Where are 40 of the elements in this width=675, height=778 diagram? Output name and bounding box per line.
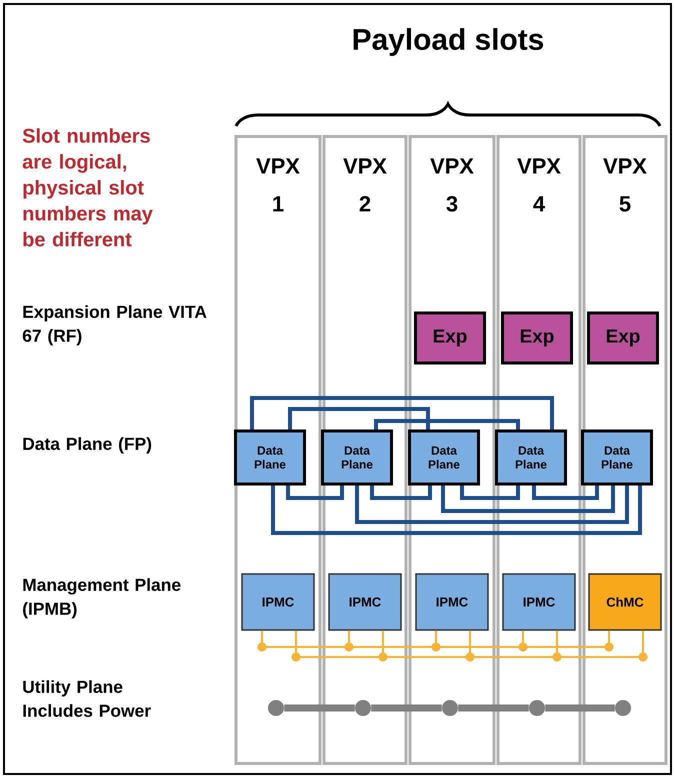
- connector: [371, 704, 442, 712]
- connector: [374, 419, 520, 430]
- data-plane-box: Data Plane: [234, 430, 306, 486]
- utility-dot: [268, 700, 284, 716]
- expansion-box: Exp: [501, 312, 573, 364]
- connector: [532, 486, 599, 500]
- data-plane-box: Data Plane: [495, 430, 567, 486]
- management-box: IPMC: [502, 573, 576, 631]
- connector: [355, 486, 629, 524]
- connector: [556, 630, 644, 658]
- utility-dot: [615, 700, 631, 716]
- connector: [522, 630, 610, 648]
- connector: [441, 486, 615, 513]
- management-box: ChMC: [588, 573, 662, 631]
- connector: [288, 407, 430, 430]
- connector: [271, 486, 642, 535]
- connector: [284, 704, 355, 712]
- management-box: IPMC: [415, 573, 489, 631]
- connector: [286, 486, 344, 500]
- expansion-box: Exp: [414, 312, 486, 364]
- plane-label: Data Plane (FP): [23, 437, 152, 454]
- plane-label: Utility Plane Includes Power: [23, 680, 151, 717]
- connector: [250, 396, 554, 430]
- expansion-box: Exp: [587, 312, 659, 364]
- management-box: IPMC: [328, 573, 402, 631]
- utility-dot: [442, 700, 458, 716]
- utility-dot: [529, 700, 545, 716]
- connector: [545, 704, 615, 712]
- title: Payload slots: [354, 28, 544, 56]
- data-plane-box: Data Plane: [408, 430, 480, 486]
- management-box: IPMC: [241, 573, 315, 631]
- data-plane-box: Data Plane: [581, 430, 653, 486]
- connector: [458, 704, 529, 712]
- data-plane-box: Data Plane: [321, 430, 393, 486]
- plane-label: Expansion Plane VITA 67 (RF): [22, 305, 206, 346]
- connector: [370, 486, 432, 500]
- utility-dot: [355, 700, 371, 716]
- note: Slot numbers are logical, physical slot numbers may be different: [22, 128, 153, 246]
- connector: [460, 486, 520, 500]
- plane-label: Management Plane (IPMB): [23, 578, 180, 618]
